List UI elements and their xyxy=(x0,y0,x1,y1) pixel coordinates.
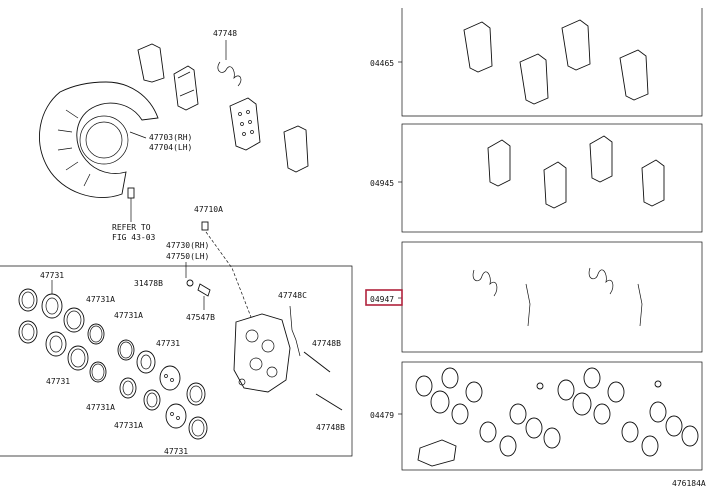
callout-47731-b: 47731 xyxy=(156,339,180,348)
refer-fig-label[interactable]: FIG 43-03 xyxy=(112,233,156,242)
seal-ring-1[interactable] xyxy=(18,288,38,312)
kit-04465-label[interactable]: 04465 xyxy=(370,59,394,68)
callout-47748b-2: 47748B xyxy=(316,423,345,432)
piston-seal-1[interactable] xyxy=(63,307,85,333)
boot-ring-5[interactable] xyxy=(188,416,208,440)
piston-5[interactable] xyxy=(165,403,187,429)
brake-pad-upper-1[interactable] xyxy=(173,65,199,111)
callout-47731-d: 47731 xyxy=(164,447,188,456)
callout-47731a-c: 47731A xyxy=(86,403,115,412)
shield-bolt[interactable] xyxy=(127,187,135,222)
kit-04479-label[interactable]: 04479 xyxy=(370,411,394,420)
figure-id: 476184A xyxy=(672,479,706,488)
brake-pad-upper-2[interactable] xyxy=(229,97,261,151)
piston-4[interactable] xyxy=(159,365,181,391)
callout-47704: 47704(LH) xyxy=(149,143,192,152)
pad-shim-left[interactable] xyxy=(137,43,165,83)
pad-wear-indicator[interactable] xyxy=(289,305,301,357)
callout-47750: 47750(LH) xyxy=(166,252,209,261)
callout-47730: 47730(RH) xyxy=(166,241,209,250)
kit-04947-springs xyxy=(472,267,643,327)
pin-47748b-1[interactable] xyxy=(303,351,331,373)
bleeder-cap[interactable] xyxy=(186,279,194,287)
refer-to-label[interactable]: REFER TO xyxy=(112,223,151,232)
callout-47731a-d: 47731A xyxy=(114,421,143,430)
callout-47710a: 47710A xyxy=(194,205,223,214)
callout-47731-c: 47731 xyxy=(46,377,70,386)
callout-47731a-a: 47731A xyxy=(86,295,115,304)
boot-ring-2[interactable] xyxy=(117,339,135,361)
kit-04947-box[interactable] xyxy=(401,241,703,353)
kit-04947-highlight[interactable] xyxy=(365,289,403,306)
kit-04945-box[interactable] xyxy=(401,123,703,233)
callout-47547b: 47547B xyxy=(186,313,215,322)
kit-04947-label[interactable]: 04947 xyxy=(370,295,394,304)
kit-04465-box[interactable] xyxy=(401,8,703,117)
kit-04945-shims xyxy=(487,135,665,209)
callout-47748b-1: 47748B xyxy=(312,339,341,348)
dust-shield[interactable] xyxy=(39,81,159,198)
bleeder-plug-47547b[interactable] xyxy=(197,283,211,297)
pin-47748b-2[interactable] xyxy=(315,393,343,411)
callout-47731-a: 47731 xyxy=(40,271,64,280)
piston-2[interactable] xyxy=(45,331,67,357)
boot-ring-4[interactable] xyxy=(186,382,206,406)
piston-seal-box xyxy=(0,265,353,457)
callout-47731a-b: 47731A xyxy=(114,311,143,320)
callout-47748: 47748 xyxy=(213,29,237,38)
piston-seal-2[interactable] xyxy=(67,345,89,371)
seal-ring-2[interactable] xyxy=(18,320,38,344)
kit-04479-seals xyxy=(415,367,699,467)
kit-04479-box[interactable] xyxy=(401,361,703,471)
pad-shim-right[interactable] xyxy=(283,125,309,173)
callout-47748c: 47748C xyxy=(278,291,307,300)
bleeder-plug[interactable] xyxy=(201,221,209,231)
kit-04465-pads xyxy=(463,19,649,105)
callout-31478b: 31478B xyxy=(134,279,163,288)
anti-squeal-spring[interactable] xyxy=(217,61,242,87)
seal-ring-3[interactable] xyxy=(119,377,137,399)
boot-ring-3[interactable] xyxy=(89,361,107,383)
piston-3[interactable] xyxy=(136,350,156,374)
seal-ring-4[interactable] xyxy=(143,389,161,411)
callout-47703: 47703(RH) xyxy=(149,133,192,142)
piston-1[interactable] xyxy=(41,293,63,319)
boot-ring-1[interactable] xyxy=(87,323,105,345)
brake-caliper[interactable] xyxy=(233,313,291,393)
kit-04945-label[interactable]: 04945 xyxy=(370,179,394,188)
